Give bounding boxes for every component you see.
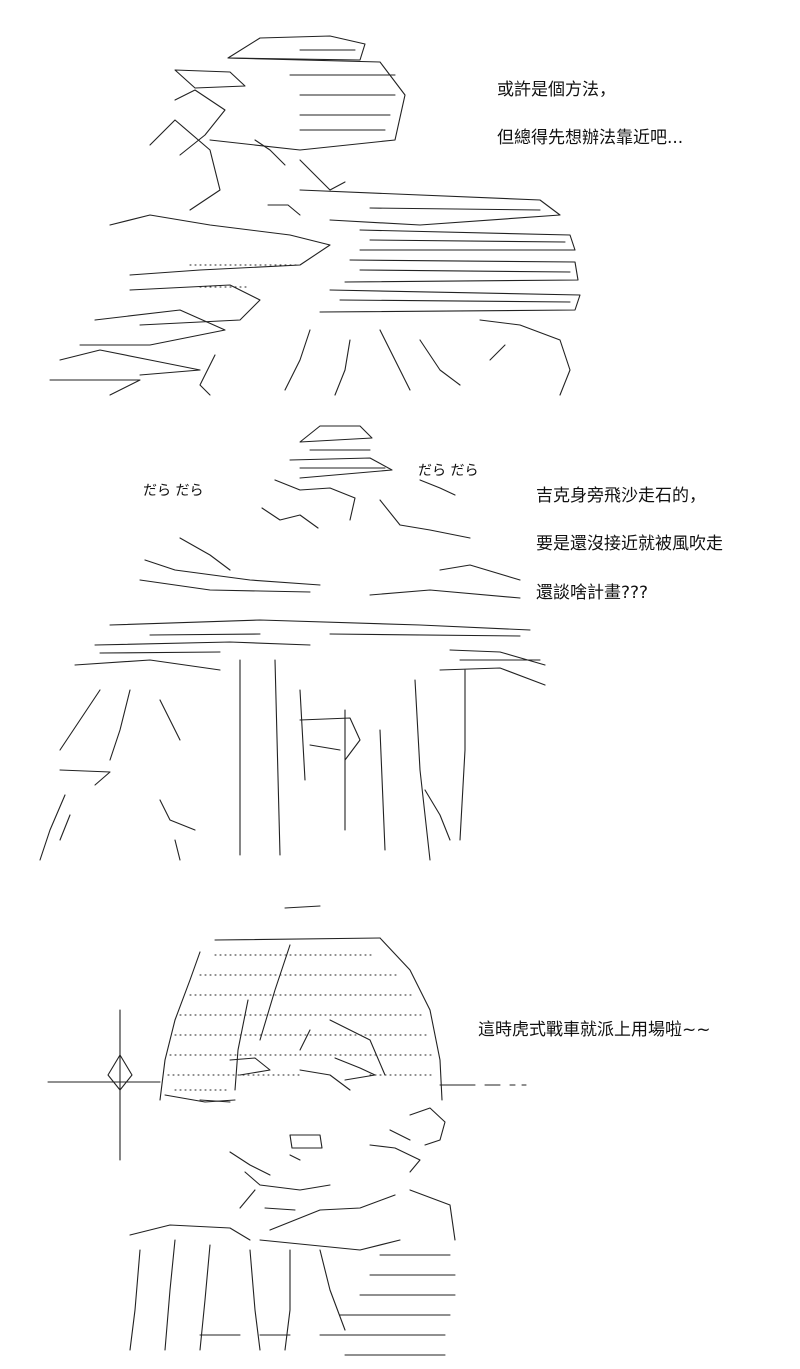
dialogue-line: 但總得先想辦法靠近吧...	[497, 128, 684, 148]
comic-panel-1: 或許是個方法， 但總得先想辦法靠近吧...	[0, 0, 800, 420]
ascii-art-figure-cloaked	[39, 425, 546, 861]
ascii-art-girl-face	[47, 905, 527, 1356]
dialogue-line: 或許是個方法，	[497, 80, 616, 100]
comic-panel-3: 這時虎式戰車就派上用場啦~~	[0, 890, 800, 1369]
sound-effect-text: だら だら	[143, 483, 204, 499]
dialogue-line: 吉克身旁飛沙走石的，	[536, 486, 706, 506]
ascii-art-figure-hat	[49, 35, 581, 396]
dialogue-line: 這時虎式戰車就派上用場啦~~	[478, 1020, 711, 1040]
dialogue-line: 還談啥計畫???	[536, 583, 649, 603]
dialogue-line: 要是還沒接近就被風吹走	[536, 534, 723, 554]
sound-effect-text: だら だら	[418, 463, 479, 479]
comic-panel-2: だら だら だら だら 吉克身旁飛沙走石的， 要是還沒接近就被風吹走 還談啥計畫…	[0, 420, 800, 870]
